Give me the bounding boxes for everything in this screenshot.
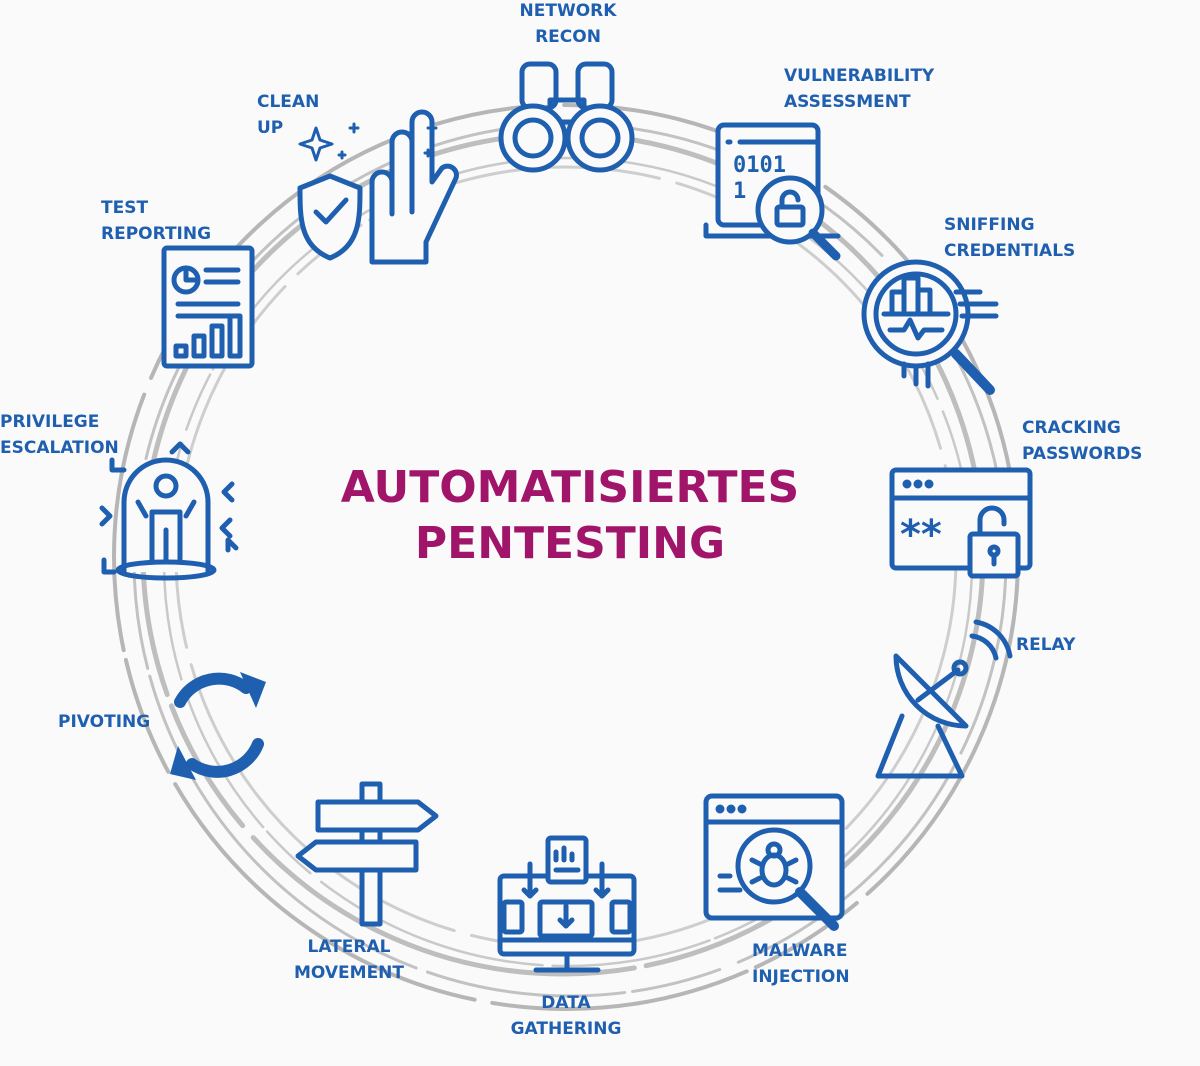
title-line-2: PENTESTING [414, 518, 726, 569]
person-dome-icon [99, 441, 239, 581]
browser-password-lock-icon: ** [889, 467, 1033, 579]
step-label-relay: RELAY [1016, 635, 1076, 655]
magnifier-chart-icon [861, 259, 999, 395]
binoculars-icon [498, 61, 635, 173]
shield-hand-sparkle-icon [297, 109, 459, 265]
svg-text:**: ** [900, 512, 942, 558]
code-magnifier-lock-icon: 0101 1 [703, 122, 841, 261]
browser-bug-magnifier-icon [703, 793, 845, 931]
satellite-dish-icon [875, 619, 1013, 779]
signpost-icon [295, 781, 439, 927]
svg-text:1: 1 [733, 179, 746, 204]
title-line-1: AUTOMATISIERTES [340, 462, 800, 513]
monitor-data-icon [497, 835, 637, 973]
step-label-pivoting: PIVOTING [58, 712, 151, 732]
refresh-arrows-icon [174, 672, 264, 778]
svg-text:0101: 0101 [733, 153, 786, 178]
diagram-title: AUTOMATISIERTES PENTESTING [280, 460, 860, 572]
report-document-icon [161, 245, 255, 369]
